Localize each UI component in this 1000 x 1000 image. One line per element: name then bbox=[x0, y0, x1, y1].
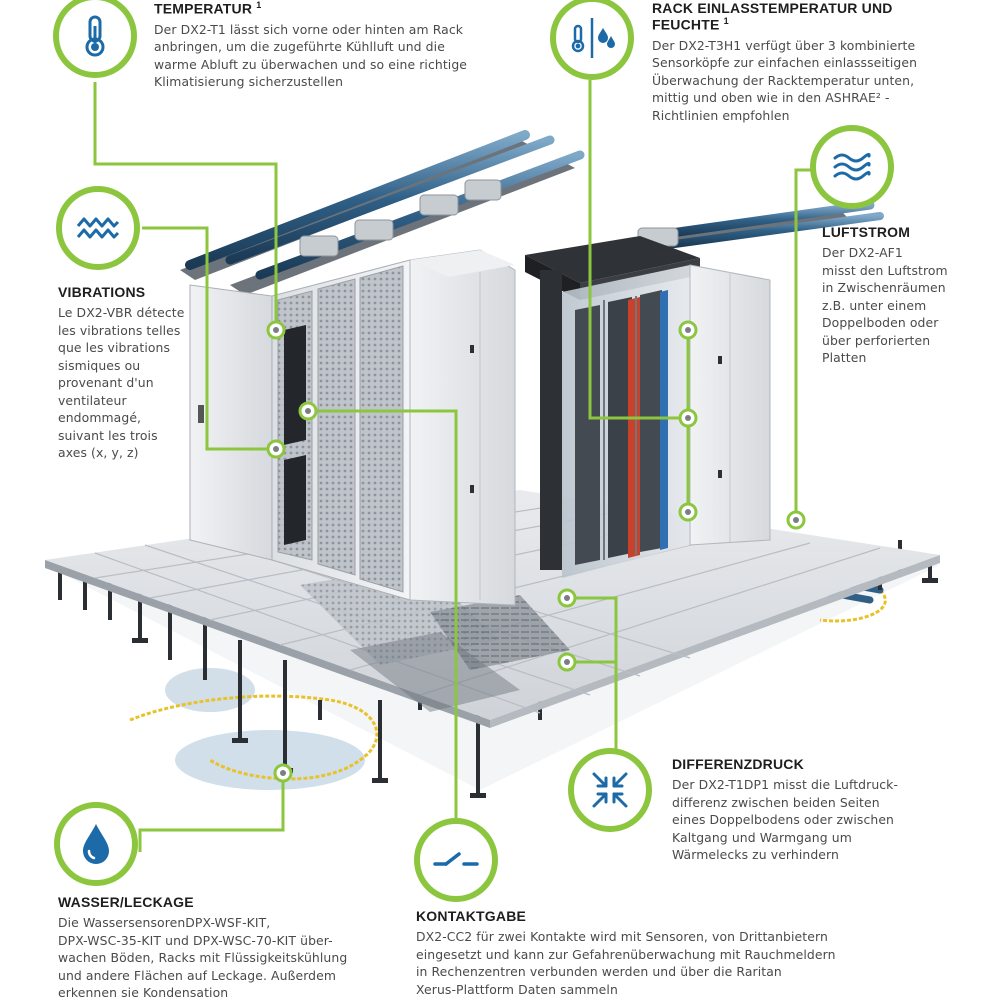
thermometer-icon bbox=[53, 0, 137, 78]
vibration-waves-icon bbox=[56, 186, 140, 270]
contact-switch-icon bbox=[414, 818, 498, 902]
rack-inlet-footnote: 1 bbox=[723, 16, 729, 26]
overhead-cable-trays bbox=[180, 130, 884, 295]
temperature-title: TEMPERATUR 1 bbox=[154, 0, 262, 17]
pressure-section: DIFFERENZDRUCK Der DX2-T1DP1 misst die L… bbox=[672, 756, 932, 864]
temperature-text: Der DX2-T1 lässt sich vorne oder hinten … bbox=[154, 21, 468, 90]
vibration-text: Le DX2-VBR détecte les vibrations telles… bbox=[58, 305, 185, 460]
temperature-section: TEMPERATUR 1 Der DX2-T1 lässt sich vorne… bbox=[154, 0, 494, 91]
pressure-title: DIFFERENZDRUCK bbox=[672, 756, 804, 772]
airflow-section: LUFTSTROM Der DX2-AF1 misst den Luftstro… bbox=[822, 224, 992, 367]
pressure-text: Der DX2-T1DP1 misst die Luftdruck- diffe… bbox=[672, 777, 899, 862]
thermometer-humidity-icon bbox=[550, 0, 634, 80]
pressure-arrows-icon bbox=[568, 748, 652, 832]
contact-title: KONTAKTGABE bbox=[416, 908, 527, 924]
temperature-footnote: 1 bbox=[256, 0, 262, 10]
water-title: WASSER/LECKAGE bbox=[58, 894, 194, 910]
right-aisle-containment bbox=[525, 236, 771, 578]
airflow-title: LUFTSTROM bbox=[822, 224, 911, 240]
rack-inlet-section: RACK EINLASSTEMPERATUR UND FEUCHTE 1 Der… bbox=[652, 0, 952, 124]
vibration-section: VIBRATIONS Le DX2-VBR détecte les vibrat… bbox=[58, 284, 198, 462]
water-drop-icon bbox=[54, 802, 138, 886]
rack-inlet-text: Der DX2-T3H1 verfügt über 3 kombinierte … bbox=[652, 37, 918, 123]
left-rack-row bbox=[189, 249, 516, 606]
airflow-waves-icon bbox=[810, 125, 894, 209]
rack-inlet-title: RACK EINLASSTEMPERATUR UND FEUCHTE 1 bbox=[652, 0, 893, 33]
contact-section: KONTAKTGABE DX2-CC2 für zwei Kontakte wi… bbox=[416, 908, 856, 998]
connector-lines bbox=[93, 80, 823, 852]
contact-text: DX2-CC2 für zwei Kontakte wird mit Senso… bbox=[416, 929, 836, 997]
sensor-dots bbox=[266, 320, 806, 783]
water-section: WASSER/LECKAGE Die WassersensorenDPX-WSF… bbox=[58, 894, 388, 1000]
vibration-title: VIBRATIONS bbox=[58, 284, 146, 300]
airflow-text: Der DX2-AF1 misst den Luftstrom in Zwisc… bbox=[822, 245, 948, 365]
water-text: Die WassersensorenDPX-WSF-KIT, DPX-WSC-3… bbox=[58, 915, 348, 1000]
